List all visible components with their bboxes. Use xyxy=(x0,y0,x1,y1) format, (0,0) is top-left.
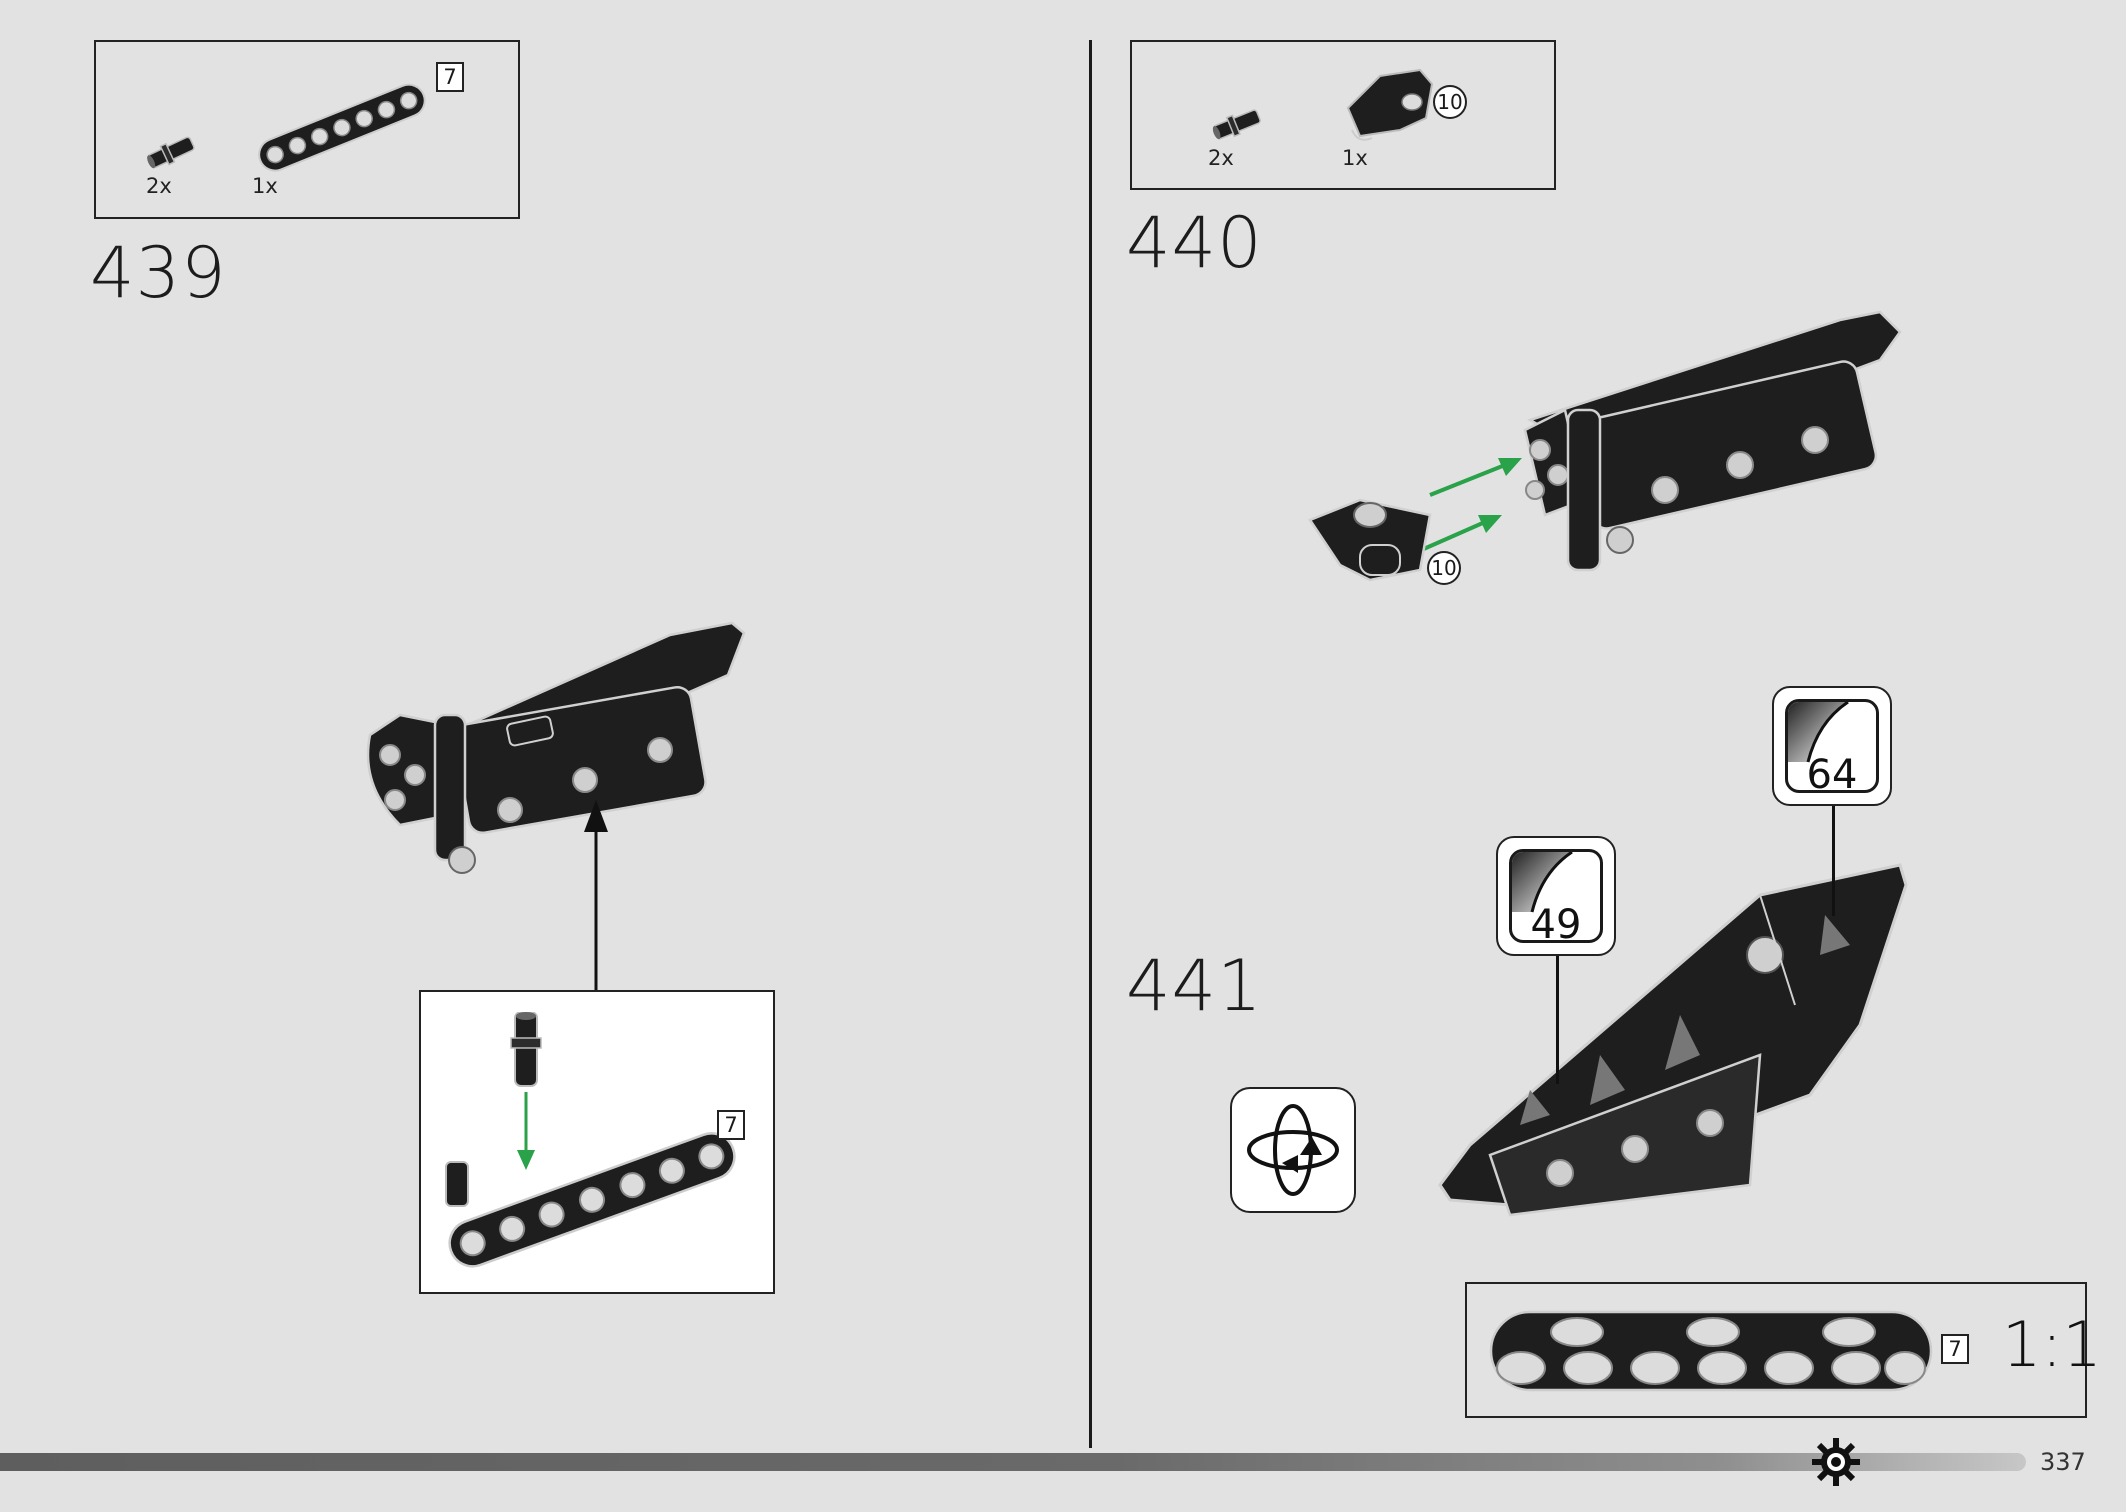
scale-reference-box: 7 1:1 xyxy=(1465,1282,2102,1418)
part-qty: 2x xyxy=(146,174,172,198)
assembly-439-illustration xyxy=(366,621,746,874)
sticker-callout-49: 49 xyxy=(1496,836,1616,956)
sticker-number: 64 xyxy=(1806,752,1858,798)
page-divider xyxy=(1089,40,1092,1448)
axle-pin-icon xyxy=(147,136,195,169)
angled-connector-icon xyxy=(1346,68,1434,141)
sticker-icon xyxy=(1785,699,1879,793)
assembly-441-illustration xyxy=(1438,863,1908,1217)
ref-circle-icon xyxy=(1427,551,1461,585)
ref-number: 10 xyxy=(1431,556,1457,580)
part-qty: 1x xyxy=(1342,146,1368,170)
parts-list-439: 2x 1x 7 xyxy=(94,40,520,219)
beam-length-badge: 7 xyxy=(1941,1334,1969,1364)
sticker-leader-line xyxy=(1556,956,1559,1084)
ref-number: 10 xyxy=(1437,90,1463,114)
beam-length-badge: 7 xyxy=(717,1110,745,1140)
step-number: 440 xyxy=(1126,202,1263,284)
ref-circle-icon xyxy=(1433,85,1467,119)
scale-label: 1:1 xyxy=(2002,1308,2102,1381)
part-qty: 2x xyxy=(1208,146,1234,170)
assembly-440-illustration xyxy=(1308,310,1902,582)
sticker-leader-line xyxy=(1832,806,1835,916)
parts-list-440: 2x 1x 10 xyxy=(1130,40,1556,190)
axle-pin-icon xyxy=(1212,109,1261,140)
gear-icon xyxy=(1812,1438,1860,1486)
rotate-icon xyxy=(1247,1104,1339,1196)
sticker-icon xyxy=(1509,849,1603,943)
beam-length-badge: 7 xyxy=(436,62,464,92)
beam-7-icon xyxy=(258,83,426,172)
step-number: 439 xyxy=(90,232,227,314)
beam-with-pin-icon xyxy=(445,1012,736,1268)
sticker-callout-64: 64 xyxy=(1772,686,1892,806)
sticker-number: 49 xyxy=(1530,902,1582,948)
subassembly-callout: 7 xyxy=(419,990,775,1294)
part-qty: 1x xyxy=(252,174,278,198)
assembly-arrow-icon xyxy=(584,800,608,992)
progress-bar xyxy=(0,1453,2026,1471)
beam-scale-icon xyxy=(1489,1310,1933,1392)
step-number: 441 xyxy=(1126,945,1263,1027)
rotate-model-badge xyxy=(1230,1087,1356,1213)
page-number: 337 xyxy=(2040,1448,2086,1476)
